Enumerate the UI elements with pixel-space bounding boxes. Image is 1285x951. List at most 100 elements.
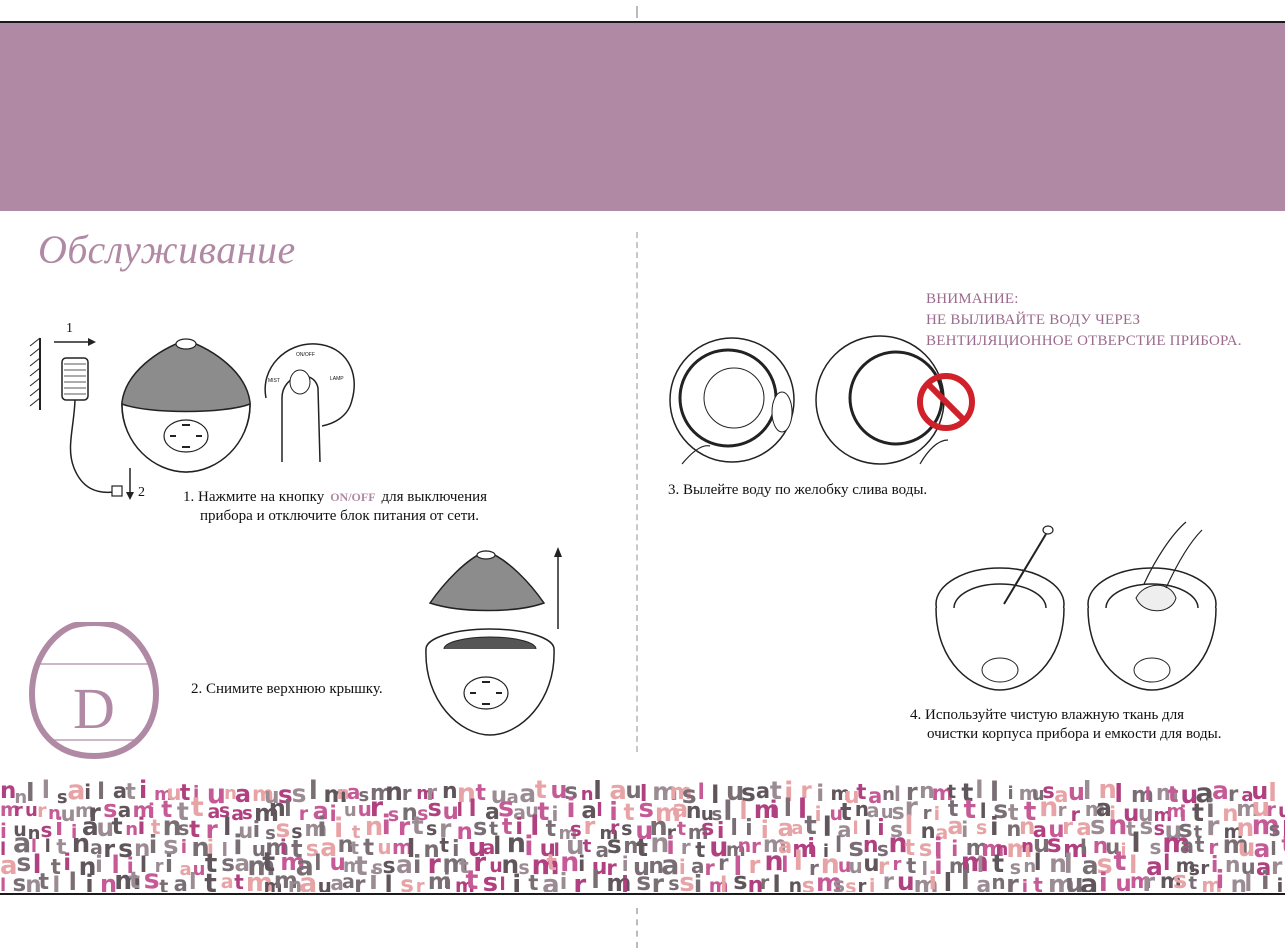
pattern-glyph: n (365, 812, 384, 842)
pattern-glyph: i (317, 812, 326, 843)
pattern-glyph: n (560, 847, 579, 878)
pattern-glyph: r (89, 798, 102, 827)
pattern-glyph: l (794, 846, 803, 877)
pattern-glyph: m (1154, 805, 1173, 826)
pattern-glyph: s (1269, 817, 1281, 841)
pattern-glyph: l (798, 794, 807, 825)
pattern-glyph: s (278, 780, 293, 809)
pattern-glyph: t (1192, 798, 1204, 827)
pattern-glyph: l (977, 853, 984, 877)
pattern-glyph: u (625, 778, 641, 804)
pattern-glyph: l (922, 858, 929, 880)
pattern-glyph: a (482, 837, 495, 859)
pattern-glyph: i (1109, 802, 1116, 826)
pattern-glyph: a (1082, 851, 1099, 880)
pattern-glyph: a (299, 868, 317, 892)
pattern-glyph: m (304, 817, 327, 842)
step-2-text: 2. Снимите верхнюю крышку. (191, 681, 383, 697)
pattern-glyph: r (103, 835, 115, 863)
pattern-glyph: t (39, 870, 50, 892)
pattern-glyph: i (55, 813, 63, 841)
pattern-glyph: l (853, 818, 859, 839)
pattern-glyph: t (906, 854, 916, 878)
pattern-glyph: r (606, 856, 617, 880)
pattern-glyph: r (751, 834, 761, 858)
pattern-glyph: i (127, 854, 134, 878)
pattern-glyph: s (144, 864, 160, 892)
pattern-glyph: a (118, 798, 131, 822)
pattern-glyph: i (761, 816, 769, 844)
pattern-glyph: t (180, 781, 191, 806)
pattern-glyph: l (189, 870, 197, 892)
pattern-glyph: i (934, 851, 943, 880)
pattern-glyph: t (352, 822, 361, 843)
pattern-glyph: t (546, 851, 557, 876)
pattern-glyph: m (1156, 781, 1179, 806)
pattern-glyph: m (709, 875, 729, 892)
pattern-glyph: i (621, 873, 629, 892)
pattern-glyph: n (442, 779, 458, 804)
header-band-bottom (0, 118, 1285, 211)
pattern-glyph: a (207, 801, 220, 823)
pattern-glyph: r (398, 812, 411, 841)
pattern-glyph: l (894, 782, 901, 806)
pattern-glyph: l (980, 799, 987, 823)
pattern-glyph: a (935, 822, 948, 844)
vent-warning-illustration (810, 334, 980, 474)
pattern-glyph: t (528, 871, 538, 892)
pattern-glyph: n (134, 836, 150, 862)
pattern-glyph: l (554, 840, 560, 861)
pattern-glyph: r (354, 872, 366, 892)
pattern-glyph: n (507, 828, 526, 859)
pattern-glyph: l (1163, 851, 1170, 875)
pattern-glyph: t (770, 776, 782, 805)
step-1-pre: 1. Нажмите на кнопку (183, 489, 325, 505)
pattern-glyph: t (1194, 822, 1203, 843)
pattern-glyph: r (760, 872, 770, 892)
pattern-glyph: l (31, 836, 37, 857)
pattern-glyph: l (944, 868, 953, 892)
pattern-glyph: s (621, 818, 632, 840)
pattern-glyph: u (633, 853, 650, 881)
pattern-glyph: i (334, 813, 343, 844)
pattern-glyph: i (1099, 868, 1108, 892)
pattern-glyph: s (428, 794, 442, 822)
pattern-glyph: s (570, 817, 582, 841)
pattern-glyph: r (1208, 835, 1218, 859)
pattern-glyph: u (491, 783, 507, 809)
pattern-glyph: n (919, 779, 935, 804)
pattern-glyph: l (1064, 849, 1073, 880)
pattern-glyph: n (648, 854, 664, 879)
pattern-glyph: r (299, 803, 309, 825)
pattern-glyph: i (253, 818, 261, 843)
pattern-glyph: r (573, 870, 586, 892)
step-1-line2: прибора и отключите блок питания от сети… (200, 508, 480, 524)
header-band-top (0, 21, 1285, 120)
pattern-glyph: t (947, 781, 956, 803)
pattern-glyph: l (314, 851, 321, 875)
pattern-glyph: s (498, 792, 514, 823)
logo-letter: D (73, 676, 115, 741)
pattern-glyph: a (1180, 834, 1194, 858)
pattern-glyph: s (178, 818, 189, 840)
pattern-glyph: l (730, 816, 738, 841)
pattern-glyph: t (475, 781, 486, 806)
pattern-glyph: r (704, 856, 715, 880)
pattern-glyph: l (990, 777, 999, 808)
pattern-glyph: l (1129, 851, 1137, 879)
pattern-glyph: r (416, 876, 425, 892)
pattern-glyph: n (650, 828, 669, 859)
pattern-glyph: t (465, 865, 478, 892)
pattern-glyph: n (0, 778, 16, 804)
pattern-glyph: n (1231, 872, 1247, 892)
pattern-glyph: n (686, 799, 702, 824)
pattern-glyph: i (1211, 853, 1219, 878)
pattern-glyph: u (897, 867, 915, 892)
pattern-glyph: u (1251, 777, 1268, 805)
pattern-glyph: m (559, 823, 578, 844)
pattern-glyph: n (191, 833, 210, 863)
page-title: Обслуживание (38, 227, 296, 272)
pattern-glyph: n (269, 794, 286, 822)
pattern-glyph: a (1241, 785, 1253, 806)
pattern-glyph: t (677, 818, 686, 840)
